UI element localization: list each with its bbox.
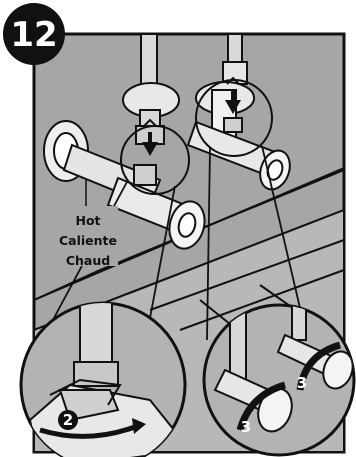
down-arrow-icon — [225, 76, 241, 114]
marker-tighten: 2 — [63, 411, 73, 429]
step-badge: 12 — [3, 3, 65, 65]
marker-turn-b: 3 — [297, 374, 307, 392]
marker-turn-a: 3 — [241, 418, 251, 436]
marker-badge — [58, 410, 78, 430]
inset-right: 3 3 — [202, 303, 356, 457]
label-hot-fr: Chaud — [66, 253, 110, 268]
inset-left: 2 — [19, 301, 187, 457]
rotation-arrow-icon — [296, 341, 342, 391]
valve-right — [186, 81, 291, 191]
label-bg — [58, 206, 118, 266]
down-arrow-icon — [142, 118, 158, 156]
step-number: 12 — [10, 15, 57, 55]
valve-left-hot — [43, 120, 206, 250]
label-hot-en: Hot — [75, 213, 100, 228]
rotation-arrow-icon — [236, 381, 287, 432]
label-hot-es: Caliente — [59, 233, 117, 248]
